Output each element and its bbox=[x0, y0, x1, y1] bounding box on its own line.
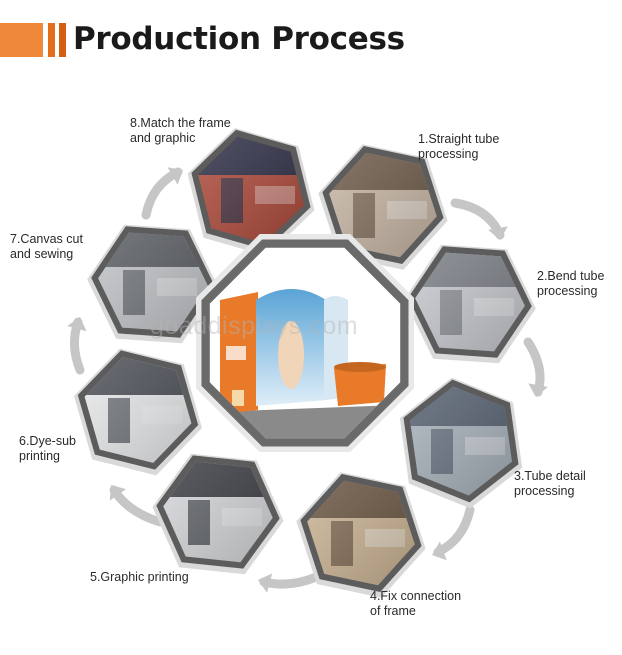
step-photo-5 bbox=[152, 453, 284, 575]
step-photo-3 bbox=[399, 377, 523, 509]
step-label-8: 8.Match the frame and graphic bbox=[130, 116, 231, 145]
step-photo-2 bbox=[404, 244, 536, 364]
flow-arrow-3 bbox=[432, 505, 475, 561]
step-label-5: 5.Graphic printing bbox=[90, 570, 189, 584]
header-bar-wide bbox=[0, 23, 43, 57]
flow-arrows bbox=[67, 167, 548, 593]
step-photo-7 bbox=[87, 224, 219, 344]
step-photo-8 bbox=[187, 128, 315, 256]
flow-arrow-1 bbox=[450, 198, 508, 240]
step-label-3: 3.Tube detail processing bbox=[514, 469, 586, 498]
step-label-1: 1.Straight tube processing bbox=[418, 132, 500, 161]
flow-arrow-6 bbox=[67, 317, 87, 375]
step-label-2: 2.Bend tube processing bbox=[537, 269, 605, 298]
step-label-7: 7.Canvas cut and sewing bbox=[10, 232, 83, 261]
watermark-text: goaddisplays.com bbox=[150, 312, 359, 340]
flow-arrow-5 bbox=[109, 485, 165, 527]
step-label-4: 4.Fix connection of frame bbox=[370, 589, 462, 618]
center-booth-photo bbox=[196, 234, 414, 452]
step-label-6: 6.Dye-sub printing bbox=[19, 434, 76, 463]
step-photo-4 bbox=[296, 472, 426, 598]
page-title: Production Process bbox=[73, 21, 405, 57]
header-bar-mid bbox=[48, 23, 55, 57]
flow-arrow-7 bbox=[141, 167, 183, 220]
step-photo-6 bbox=[74, 348, 202, 476]
flow-arrow-2 bbox=[523, 337, 548, 397]
header-bar-thin bbox=[59, 23, 66, 57]
flow-arrow-4 bbox=[258, 572, 321, 593]
step-photos bbox=[74, 128, 536, 598]
